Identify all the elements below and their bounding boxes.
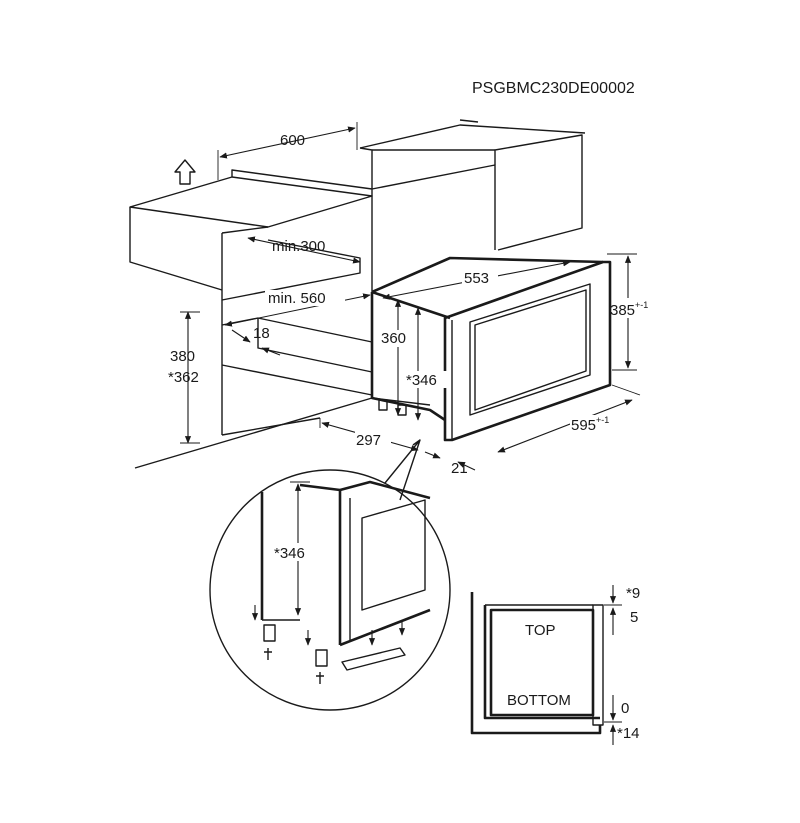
svg-text:*362: *362 bbox=[168, 369, 199, 386]
svg-text:min.300: min.300 bbox=[272, 238, 325, 255]
svg-text:600: 600 bbox=[280, 132, 305, 149]
dim-min-depth: min.300 bbox=[247, 236, 361, 264]
up-arrow-icon bbox=[174, 159, 196, 185]
dim-min-width: min. 560 bbox=[224, 290, 371, 327]
dim-appliance-height: 360 bbox=[380, 299, 414, 416]
dim-gap: 18 bbox=[231, 325, 281, 356]
svg-text:5: 5 bbox=[630, 609, 638, 626]
svg-text:*346: *346 bbox=[406, 372, 437, 389]
svg-text:297: 297 bbox=[356, 432, 381, 449]
svg-text:595+-1: 595+-1 bbox=[571, 415, 609, 434]
svg-text:18: 18 bbox=[253, 325, 270, 342]
svg-text:*9: *9 bbox=[626, 585, 640, 602]
svg-text:0: 0 bbox=[621, 700, 629, 717]
drawing-code: PSGBMC230DE00002 bbox=[472, 80, 635, 97]
front-view-frame bbox=[470, 592, 604, 735]
top-label: TOP bbox=[525, 622, 556, 639]
dim-front-view-right: *9 5 0 *14 bbox=[604, 585, 640, 745]
dim-detail-height: *346 bbox=[272, 481, 318, 616]
svg-text:*14: *14 bbox=[617, 725, 640, 742]
dim-appliance-depth: 297 bbox=[319, 418, 419, 452]
svg-text:21: 21 bbox=[451, 460, 468, 477]
dim-front-depth: 21 bbox=[424, 451, 476, 477]
svg-text:360: 360 bbox=[381, 330, 406, 347]
svg-text:*346: *346 bbox=[274, 545, 305, 562]
kitchen-cabinet bbox=[129, 119, 586, 469]
detail-magnifier bbox=[209, 439, 451, 711]
dim-front-height: 385+-1 bbox=[607, 253, 662, 371]
svg-text:553: 553 bbox=[464, 270, 489, 287]
svg-text:385+-1: 385+-1 bbox=[610, 300, 648, 319]
dim-opening-height: 380 *362 bbox=[168, 311, 200, 444]
bottom-label: BOTTOM bbox=[507, 692, 571, 709]
dim-cabinet-width: 600 bbox=[217, 122, 358, 180]
dim-appliance-height-alt: *346 bbox=[405, 307, 449, 421]
dim-front-width: 595+-1 bbox=[497, 384, 641, 453]
svg-text:380: 380 bbox=[170, 348, 195, 365]
dim-appliance-width: 553 bbox=[382, 260, 571, 300]
svg-text:min. 560: min. 560 bbox=[268, 290, 326, 307]
